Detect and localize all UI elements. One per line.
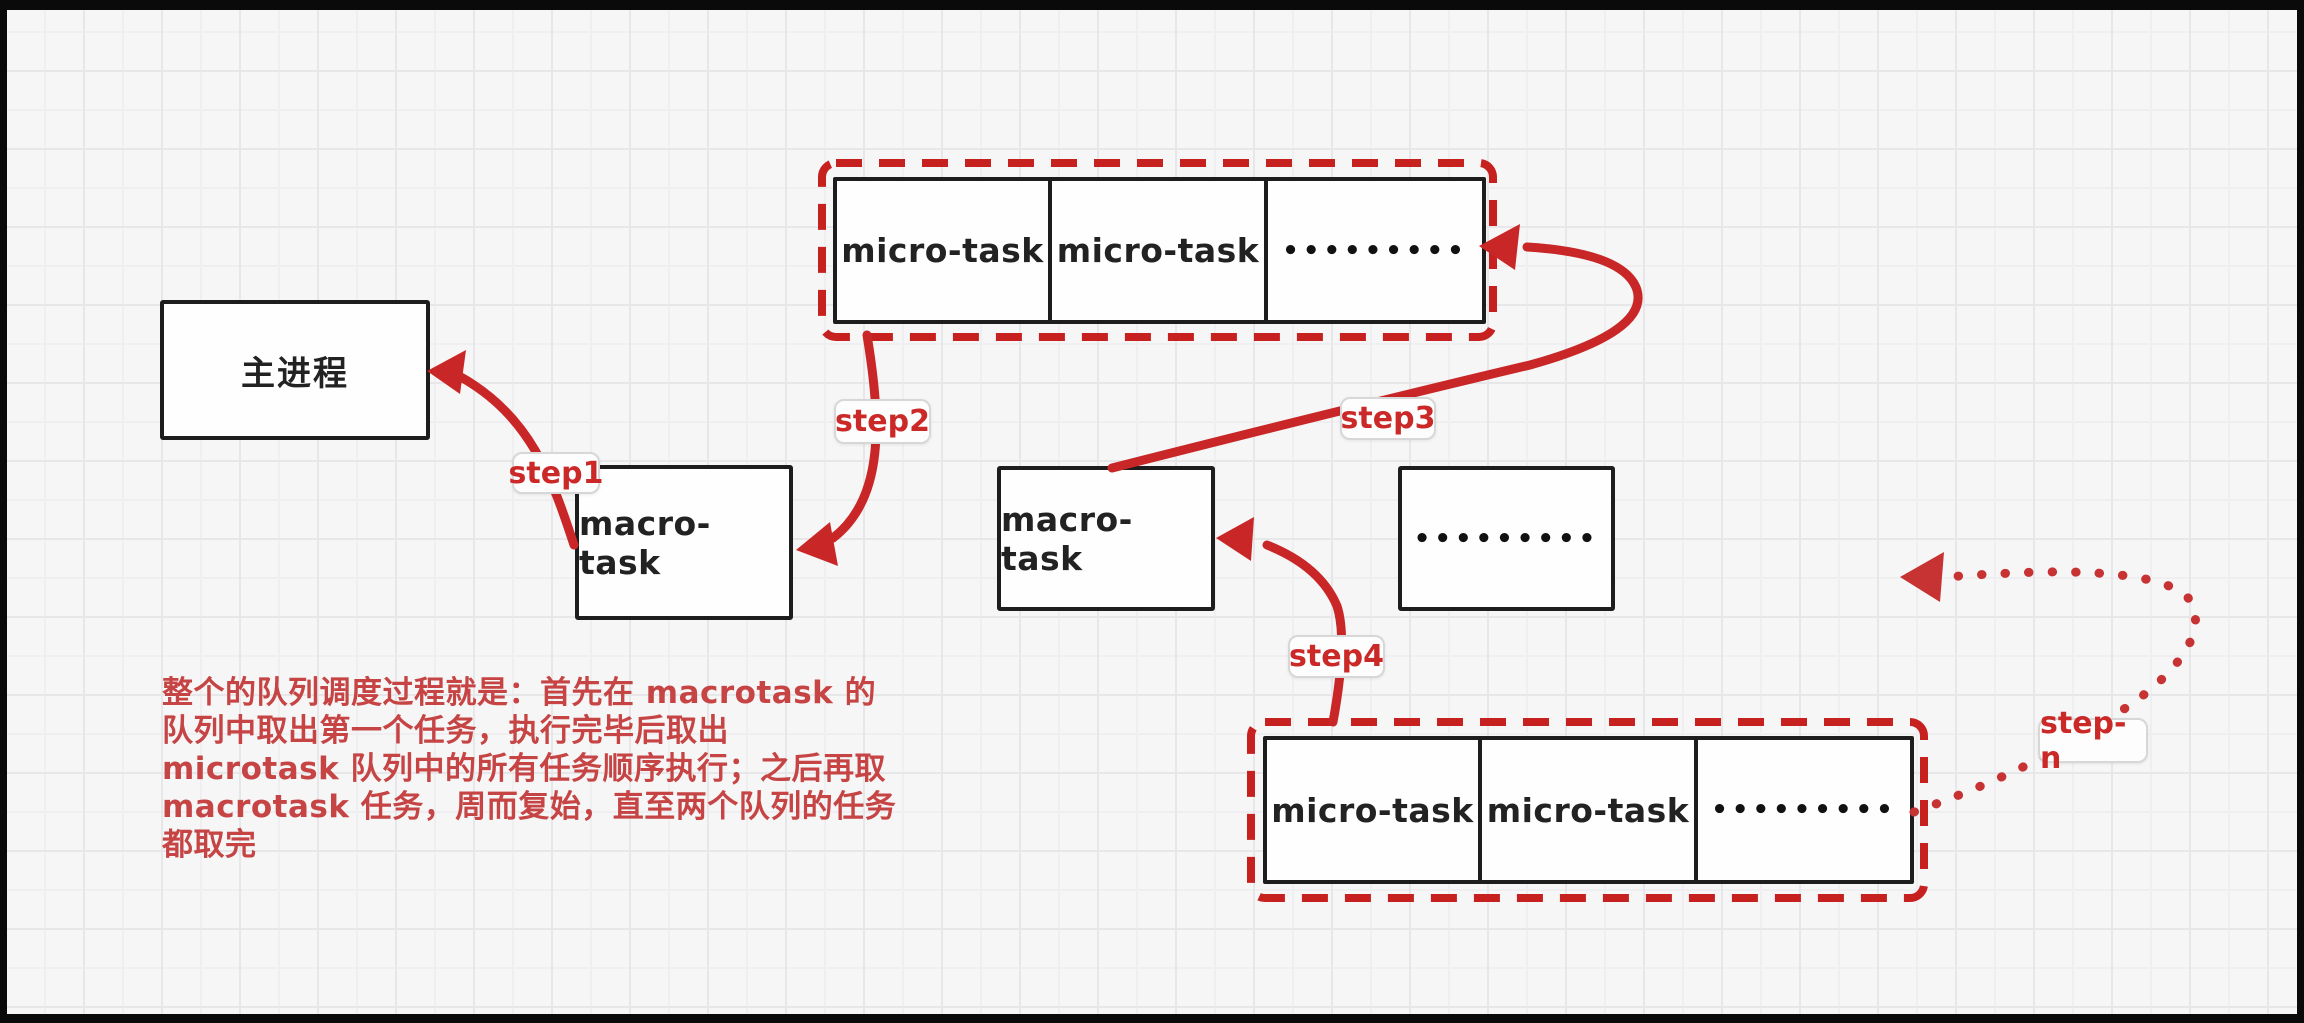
step4-label: step4 bbox=[1288, 635, 1385, 678]
macro-task-box-1: macro-task bbox=[575, 465, 793, 620]
queue-cell-dots: ••••••••• bbox=[1282, 235, 1468, 266]
step3-label: step3 bbox=[1340, 397, 1436, 440]
queue-cell-dots: ••••••••• bbox=[1711, 795, 1897, 825]
top-micro-queue: micro-task micro-task ••••••••• bbox=[833, 177, 1486, 324]
main-process-box: 主进程 bbox=[160, 300, 430, 440]
macro-task-1-label: macro-task bbox=[579, 503, 711, 582]
macro-task-2-label: macro-task bbox=[1001, 499, 1133, 578]
queue-cell-label: micro-task bbox=[841, 231, 1044, 270]
ellipsis-box: ••••••••• bbox=[1398, 466, 1615, 611]
step2-text: step2 bbox=[835, 404, 930, 439]
main-process-label: 主进程 bbox=[241, 353, 349, 394]
queue-cell: micro-task bbox=[1048, 177, 1268, 324]
ellipsis-box-dots: ••••••••• bbox=[1413, 523, 1600, 554]
macro-task-box-2: macro-task bbox=[997, 466, 1215, 611]
queue-cell: micro-task bbox=[1478, 736, 1698, 884]
queue-cell-label: micro-task bbox=[1486, 790, 1690, 830]
bottom-micro-queue: micro-task micro-task ••••••••• bbox=[1263, 736, 1914, 884]
step-n-label: step-n bbox=[2038, 706, 2148, 776]
step1-arrow bbox=[427, 350, 579, 550]
queue-cell-label: micro-task bbox=[1056, 231, 1260, 270]
step3-text: step3 bbox=[1340, 401, 1436, 436]
scheduling-note: 整个的队列调度过程就是：首先在 macrotask 的 队列中取出第一个任务，执… bbox=[162, 675, 897, 863]
queue-cell: ••••••••• bbox=[1694, 736, 1914, 884]
step2-arrow bbox=[796, 330, 881, 566]
queue-cell: micro-task bbox=[833, 177, 1052, 324]
step2-label: step2 bbox=[834, 399, 931, 444]
diagram-canvas: 主进程 macro-task macro-task ••••••••• micr… bbox=[7, 10, 2297, 1014]
step4-arrow bbox=[1216, 517, 1347, 727]
step1-text: step1 bbox=[508, 455, 604, 491]
step1-label: step1 bbox=[509, 452, 603, 494]
queue-cell: ••••••••• bbox=[1264, 177, 1486, 324]
step-n-text: step-n bbox=[2040, 705, 2127, 776]
queue-cell-label: micro-task bbox=[1271, 790, 1474, 830]
step4-text: step4 bbox=[1289, 639, 1384, 674]
queue-cell: micro-task bbox=[1263, 736, 1482, 884]
